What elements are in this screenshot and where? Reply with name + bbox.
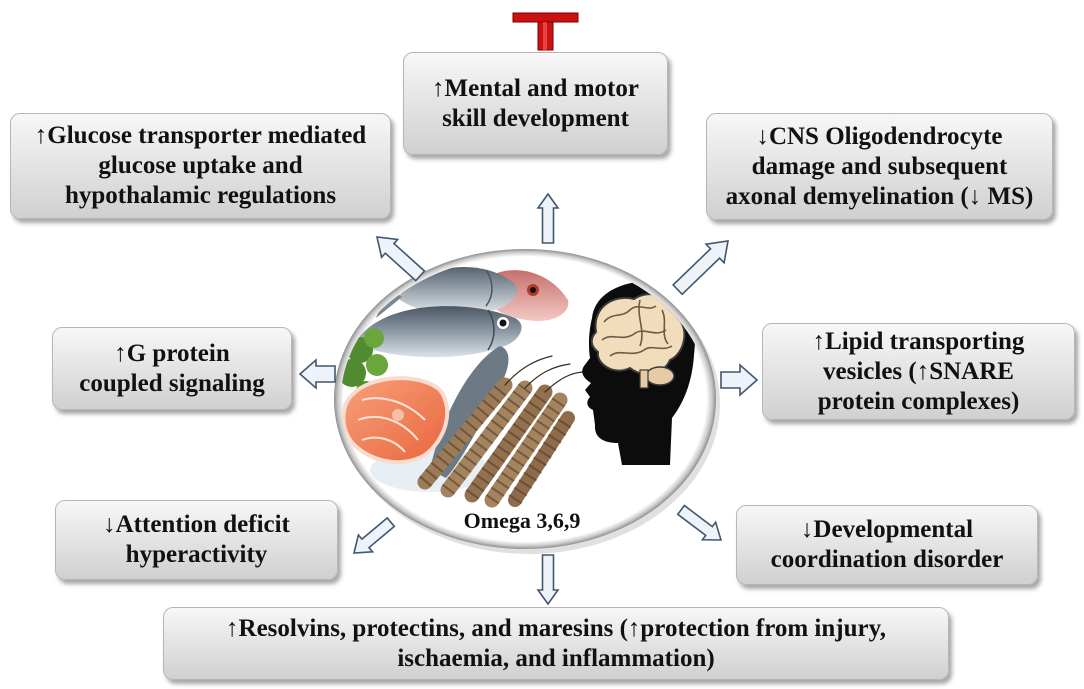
brain-icon <box>590 293 686 389</box>
arrow-up-left-icon <box>375 236 426 282</box>
box-line: ↑Lipid transporting <box>812 327 1025 355</box>
box-line: damage and subsequent <box>751 152 1008 180</box>
box-line: ↑Resolvins, protectins, and maresins (↑p… <box>226 614 886 642</box>
box-line: protein complexes) <box>817 387 1020 415</box>
center-label: Omega 3,6,9 <box>463 508 581 533</box>
arrow-left-icon <box>298 358 336 390</box>
inhibition-t-bar <box>512 12 579 23</box>
mental-motor-box: ↑Mental and motor skill development <box>403 52 668 155</box>
box-line: coupled signaling <box>79 369 265 397</box>
arrow-up-right-icon <box>671 240 729 296</box>
box-line: hyperactivity <box>125 541 268 568</box>
salmon-steak-illustration <box>341 376 450 465</box>
attention-deficit-box: ↓Attention deficit hyperactivity <box>55 500 338 580</box>
resolvins-box: ↑Resolvins, protectins, and maresins (↑p… <box>163 607 949 680</box>
box-line: ischaemia, and inflammation) <box>397 644 715 672</box>
food-illustration <box>341 267 695 508</box>
box-line: ↑Glucose transporter mediated <box>34 122 367 149</box>
box-line: axonal demyelination (↓ MS) <box>725 182 1034 210</box>
box-line: coordination disorder <box>770 546 1004 573</box>
arrow-right-icon <box>720 363 759 397</box>
box-line: skill development <box>442 104 629 132</box>
box-line: ↓CNS Oligodendrocyte <box>756 122 1003 150</box>
arrow-down-right-icon <box>676 504 723 541</box>
arrow-up-icon <box>536 192 560 244</box>
box-line: ↑Mental and motor <box>432 74 639 102</box>
glucose-transporter-box: ↑Glucose transporter mediated glucose up… <box>10 113 391 219</box>
arrow-down-left-icon <box>352 516 396 554</box>
box-line: ↑G protein <box>114 339 230 367</box>
blue-fish-illustration <box>360 306 522 358</box>
box-line: vesicles (↑SNARE <box>823 357 1014 385</box>
box-line: hypothalamic regulations <box>64 182 337 209</box>
arrow-down-icon <box>536 554 560 606</box>
inhibition-t-highlight <box>543 22 547 50</box>
shrimp-illustration <box>417 355 586 508</box>
inhibition-t-icon <box>512 12 579 51</box>
g-protein-box: ↑G protein coupled signaling <box>52 327 292 410</box>
box-line: glucose uptake and <box>98 152 303 179</box>
cns-oligodendrocyte-box: ↓CNS Oligodendrocyte damage and subseque… <box>706 113 1053 220</box>
developmental-coordination-box: ↓Developmental coordination disorder <box>736 505 1038 585</box>
lipid-transport-box: ↑Lipid transporting vesicles (↑SNARE pro… <box>762 323 1075 420</box>
box-line: ↓Attention deficit <box>103 511 290 538</box>
box-line: ↓Developmental <box>800 516 974 543</box>
